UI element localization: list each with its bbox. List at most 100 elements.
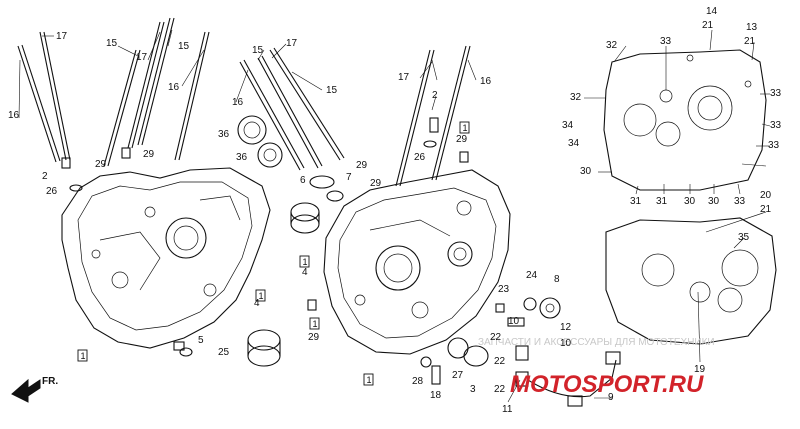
- stud-bolts-right: [239, 45, 471, 187]
- callout-13: 13: [746, 22, 758, 33]
- bearing-36-upper: [237, 115, 267, 145]
- bearing-4-upper: [290, 202, 320, 234]
- callout-16: 16: [8, 110, 20, 121]
- callout-11: 11: [502, 404, 513, 415]
- callout-22: 22: [494, 356, 506, 367]
- callout-29: 29: [308, 332, 320, 343]
- callout-18: 18: [430, 390, 442, 401]
- callout-10: 10: [508, 316, 520, 327]
- callout-26: 26: [414, 152, 426, 163]
- oil-seal-6: [309, 175, 335, 189]
- callout-14: 14: [706, 6, 718, 17]
- callout-21: 21: [744, 36, 756, 47]
- direction-label: FR.: [42, 376, 58, 387]
- callout-30: 30: [684, 196, 696, 207]
- callout-28: 28: [412, 376, 424, 387]
- callout-32: 32: [570, 92, 582, 103]
- callout-25: 25: [218, 347, 230, 358]
- upper-gasket: [603, 49, 767, 191]
- leader-lines: [18, 29, 771, 403]
- callout-34: 34: [568, 138, 580, 149]
- callout-22: 22: [494, 384, 506, 395]
- lower-gasket: [605, 217, 777, 345]
- callout-33: 33: [660, 36, 672, 47]
- callout-29: 29: [456, 134, 468, 145]
- callout-33: 33: [770, 120, 782, 131]
- callout-10: 10: [560, 338, 572, 349]
- callout-15: 15: [326, 85, 338, 96]
- callout-5: 5: [198, 335, 204, 346]
- callout-29: 29: [356, 160, 368, 171]
- callout-12: 12: [560, 322, 572, 333]
- dowel-pins: [61, 117, 469, 357]
- callout-29: 29: [370, 178, 382, 189]
- callout-36: 36: [218, 129, 230, 140]
- callout-4: 4: [302, 267, 308, 278]
- boxed-ref-label: 1: [303, 257, 308, 267]
- oil-seal-7: [326, 190, 344, 202]
- callout-16: 16: [232, 97, 244, 108]
- callout-19: 19: [694, 364, 706, 375]
- callout-17: 17: [136, 52, 148, 63]
- callout-15: 15: [178, 41, 190, 52]
- callout-24: 24: [526, 270, 538, 281]
- callout-17: 17: [286, 38, 298, 49]
- forward-arrow-icon: [11, 378, 41, 403]
- boxed-ref-layer: 1 1 1 1 1 1: [77, 121, 470, 386]
- callout-31: 31: [630, 196, 642, 207]
- callout-4: 4: [254, 298, 260, 309]
- callout-23: 23: [498, 284, 510, 295]
- boxed-ref-label: 1: [463, 123, 468, 133]
- left-crankcase: [61, 167, 271, 349]
- boxed-ref: 1: [459, 121, 470, 134]
- callout-30: 30: [708, 196, 720, 207]
- callout-33: 33: [734, 196, 746, 207]
- callout-27: 27: [452, 370, 464, 381]
- callout-36: 36: [236, 152, 248, 163]
- callout-21: 21: [760, 204, 772, 215]
- callout-33: 33: [770, 88, 782, 99]
- callout-30: 30: [580, 166, 592, 177]
- boxed-ref-label: 1: [313, 319, 318, 329]
- callout-35: 35: [738, 232, 750, 243]
- callout-17: 17: [56, 31, 68, 42]
- callout-29: 29: [143, 149, 155, 160]
- stud-bolts-left: [17, 17, 210, 167]
- brand-logo: MOTOSPORT.RU: [510, 371, 704, 398]
- callout-21: 21: [702, 20, 714, 31]
- callout-22: 22: [490, 332, 502, 343]
- callout-17: 17: [398, 72, 410, 83]
- boxed-ref: 1: [309, 317, 320, 330]
- callout-16: 16: [480, 76, 492, 87]
- boxed-ref: 1: [299, 255, 310, 268]
- bearing-4-lower: [247, 329, 281, 367]
- boxed-ref-label: 1: [81, 351, 86, 361]
- boxed-ref-label: 1: [367, 375, 372, 385]
- callout-29: 29: [95, 159, 107, 170]
- callout-15: 15: [106, 38, 118, 49]
- callout-2: 2: [42, 171, 48, 182]
- callout-33: 33: [768, 140, 780, 151]
- callout-3: 3: [470, 384, 476, 395]
- bearing-36-lower: [257, 142, 283, 168]
- callout-15: 15: [252, 45, 264, 56]
- callout-2: 2: [432, 90, 438, 101]
- callout-20: 20: [760, 190, 772, 201]
- callout-31: 31: [656, 196, 668, 207]
- callout-16: 16: [168, 82, 180, 93]
- boxed-ref: 1: [255, 289, 266, 302]
- boxed-ref-label: 1: [259, 291, 264, 301]
- watermark-text: ЗАПЧАСТИ И АКСЕССУАРЫ ДЛЯ МОТОТЕХНИКИ: [478, 337, 715, 348]
- boxed-ref: 1: [77, 349, 88, 362]
- right-crankcase: [323, 169, 511, 355]
- callout-6: 6: [300, 175, 306, 186]
- callout-32: 32: [606, 40, 618, 51]
- callout-7: 7: [346, 172, 352, 183]
- callout-9: 9: [608, 392, 614, 403]
- fittings-lower: [420, 297, 621, 407]
- boxed-ref: 1: [363, 373, 374, 386]
- callout-26: 26: [46, 186, 58, 197]
